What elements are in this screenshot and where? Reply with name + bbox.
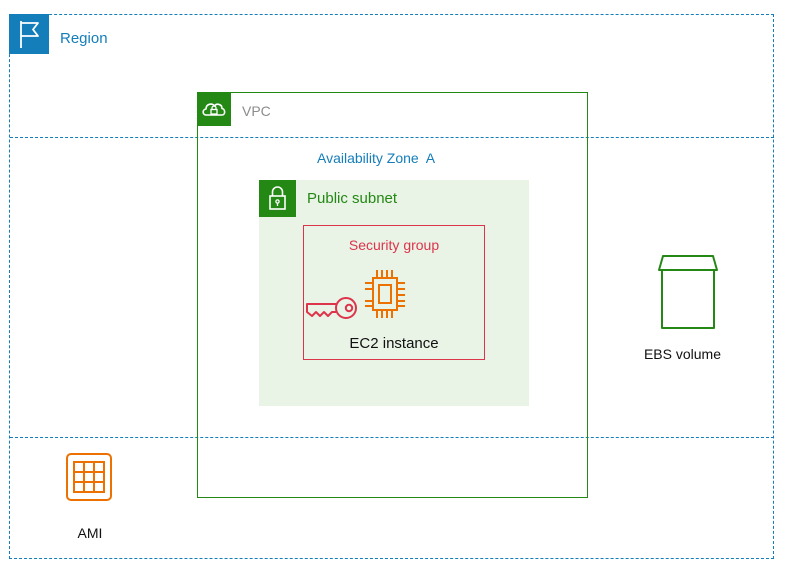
vpc-label: VPC xyxy=(242,103,271,119)
flag-icon xyxy=(9,14,49,54)
cloud-lock-icon xyxy=(197,92,231,126)
availability-zone-label: Availability Zone A xyxy=(317,150,436,166)
box-icon xyxy=(655,254,721,337)
region-boundary xyxy=(9,14,774,559)
security-group-boundary xyxy=(303,225,485,360)
padlock-icon xyxy=(259,180,296,217)
vpc-boundary xyxy=(197,92,588,498)
ec2-instance-label: EC2 instance xyxy=(349,335,439,352)
public-subnet-label: Public subnet xyxy=(307,190,398,207)
grid-icon xyxy=(65,452,115,517)
ebs-volume-label: EBS volume xyxy=(643,346,722,362)
region-label: Region xyxy=(60,30,108,47)
security-group-label: Security group xyxy=(348,237,440,253)
key-icon xyxy=(304,290,366,331)
ami-label: AMI xyxy=(77,525,103,541)
chip-icon xyxy=(360,262,410,331)
availability-zone-top-boundary xyxy=(10,137,774,138)
availability-zone-bottom-boundary xyxy=(10,437,774,438)
